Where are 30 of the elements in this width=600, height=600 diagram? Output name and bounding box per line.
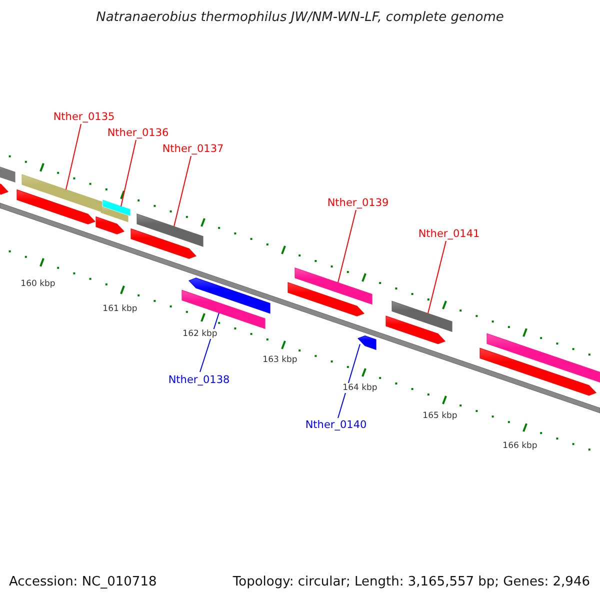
gene-label: Nther_0139 — [327, 197, 389, 209]
gene-feature — [22, 174, 102, 212]
gene-feature — [182, 290, 266, 330]
leader-line — [66, 124, 82, 190]
title: Natranaerobius thermophilus JW/NM-WN-LF, complete genome — [95, 10, 505, 25]
scale-label: 162 kbp — [182, 329, 218, 339]
scale-label: 160 kbp — [20, 279, 56, 289]
leader-line — [338, 344, 360, 418]
gene-label: Nther_0138 — [168, 374, 230, 386]
gene-label: Nther_0135 — [53, 111, 115, 123]
leader-line — [338, 210, 356, 284]
scale-label: 163 kbp — [262, 355, 298, 365]
gene-feature — [102, 200, 130, 216]
gene-label: Nther_0141 — [418, 228, 480, 240]
leader-line — [428, 240, 446, 314]
footer-note: Accession: NC_010718 — [9, 574, 157, 590]
scale-label: 165 kbp — [422, 411, 458, 421]
gene-feature — [136, 213, 204, 247]
footer-note: Topology: circular; Length: 3,165,557 bp; Genes: 2,946 — [232, 574, 590, 590]
gene-feature — [357, 335, 376, 350]
gene-feature — [294, 267, 372, 305]
leader-line — [120, 140, 136, 207]
gene-label: Nther_0136 — [107, 127, 169, 139]
scale-label: 161 kbp — [102, 304, 138, 314]
gene-feature — [392, 300, 452, 332]
leader-line — [174, 156, 192, 227]
gene-label: Nther_0140 — [305, 419, 367, 431]
scale-label: 166 kbp — [502, 441, 538, 451]
scale-label: 164 kbp — [342, 383, 378, 393]
gene-label: Nther_0137 — [162, 143, 224, 155]
